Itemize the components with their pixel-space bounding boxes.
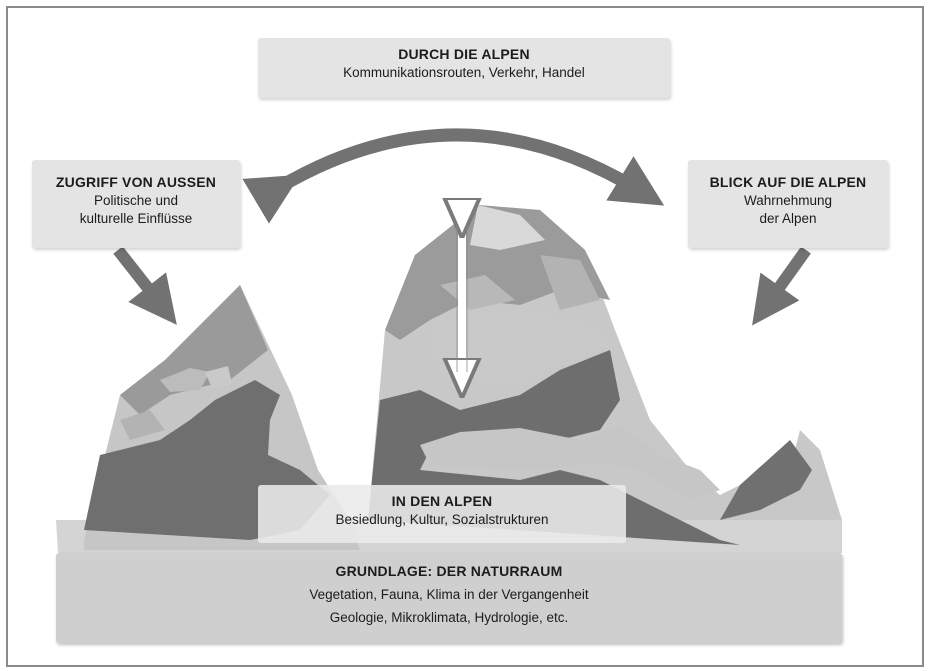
external-access-box: ZUGRIFF VON AUSSEN Politische und kultur… xyxy=(32,160,240,248)
external-access-line2: kulturelle Einflüsse xyxy=(79,211,193,226)
view-on-alps-line2: der Alpen xyxy=(759,211,817,226)
view-on-alps-title: BLICK AUF DIE ALPEN xyxy=(709,174,867,190)
in-alps-title: IN DEN ALPEN xyxy=(391,493,493,509)
through-alps-box: DURCH DIE ALPEN Kommunikationsrouten, Ve… xyxy=(258,38,670,98)
external-access-title: ZUGRIFF VON AUSSEN xyxy=(55,174,217,190)
through-alps-subtitle: Kommunikationsrouten, Verkehr, Handel xyxy=(343,65,585,80)
natural-space-line1: Vegetation, Fauna, Klima in der Vergange… xyxy=(309,587,589,602)
through-alps-title: DURCH DIE ALPEN xyxy=(398,46,530,62)
in-alps-subtitle: Besiedlung, Kultur, Sozialstrukturen xyxy=(335,512,549,527)
natural-space-line2: Geologie, Mikroklimata, Hydrologie, etc. xyxy=(329,610,569,625)
curved-double-arrow xyxy=(242,128,665,224)
external-access-line1: Politische und xyxy=(93,193,179,208)
view-on-alps-line1: Wahrnehmung xyxy=(743,193,833,208)
right-perception-arrow xyxy=(752,246,811,326)
view-on-alps-box: BLICK AUF DIE ALPEN Wahrnehmung der Alpe… xyxy=(688,160,888,248)
in-alps-box: IN DEN ALPEN Besiedlung, Kultur, Sozials… xyxy=(258,485,626,543)
natural-space-title: GRUNDLAGE: DER NATURRAUM xyxy=(335,563,563,579)
natural-space-base-box: GRUNDLAGE: DER NATURRAUM Vegetation, Fau… xyxy=(56,553,842,643)
left-influence-arrow xyxy=(113,246,177,325)
